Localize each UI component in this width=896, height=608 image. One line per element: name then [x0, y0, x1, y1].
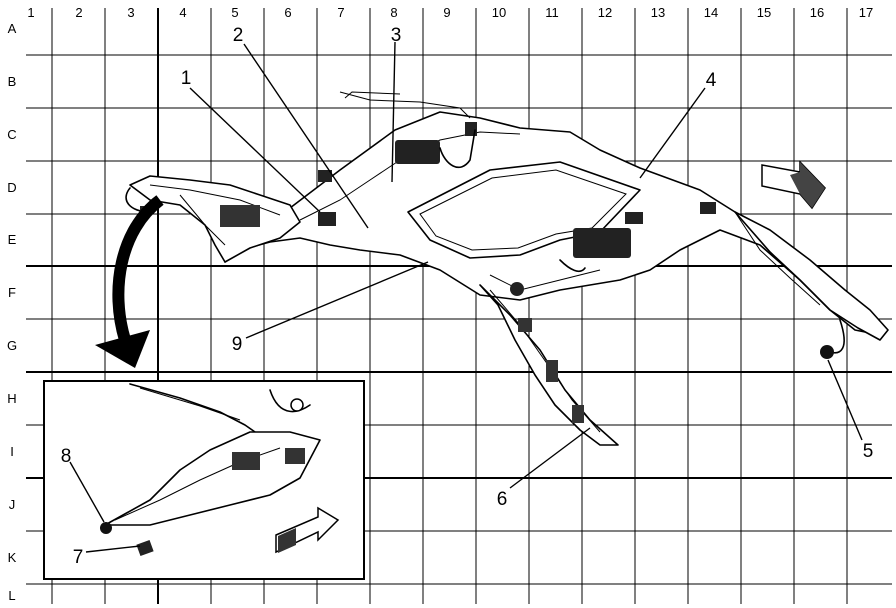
grid-col-label: 1	[27, 5, 34, 20]
grid-col-label: 4	[179, 5, 186, 20]
grid-col-label: 3	[127, 5, 134, 20]
callout-1: 1	[181, 68, 192, 89]
grid-row-label: H	[7, 391, 16, 406]
grid-row-label: K	[8, 550, 17, 565]
detail-inset	[43, 380, 365, 580]
left-roof-rail	[125, 175, 301, 263]
callout-4: 4	[706, 70, 717, 91]
b-pillar-trim	[479, 284, 619, 446]
callout-7: 7	[73, 547, 84, 568]
grid-col-label: 8	[390, 5, 397, 20]
grid-row-label: A	[8, 21, 17, 36]
c-pillar-trim	[734, 211, 889, 359]
callout-leaders	[69, 41, 863, 553]
grid-col-label: 12	[598, 5, 612, 20]
grid-row-label: C	[7, 127, 16, 142]
grid-col-label: 10	[492, 5, 506, 20]
grid-row-label: I	[10, 444, 14, 459]
grid-col-label: 6	[284, 5, 291, 20]
grid-col-label: 9	[443, 5, 450, 20]
grid-col-label: 16	[810, 5, 824, 20]
grid-row-label: E	[8, 232, 17, 247]
grid-row-label: J	[9, 497, 16, 512]
grid-col-label: 5	[231, 5, 238, 20]
callout-3: 3	[391, 25, 402, 46]
grid-col-label: 17	[859, 5, 873, 20]
grid-row-label: F	[8, 285, 16, 300]
grid-col-label: 13	[651, 5, 665, 20]
grid-col-label: 7	[337, 5, 344, 20]
grid-row-label: G	[7, 338, 17, 353]
grid-col-label: 11	[545, 5, 559, 20]
grid-col-label: 2	[75, 5, 82, 20]
callout-9: 9	[232, 334, 243, 355]
front-direction-arrow	[761, 160, 826, 210]
callout-8: 8	[61, 446, 72, 467]
detail-arrow	[95, 195, 164, 368]
callout-6: 6	[497, 489, 508, 510]
grid-row-label: D	[7, 180, 16, 195]
grid-row-labels: A B C D E F G H I J K L	[7, 21, 17, 603]
grid-column-labels: 1 2 3 4 5 6 7 8 9 10 11 12 13 14 15 16 1…	[27, 5, 873, 20]
grid-col-label: 15	[757, 5, 771, 20]
callout-2: 2	[233, 25, 244, 46]
callout-5: 5	[863, 441, 874, 462]
callout-labels: 1 2 3 4 5 6 7 8 9	[61, 25, 874, 568]
grid-row-label: L	[8, 588, 15, 603]
grid-row-label: B	[8, 74, 17, 89]
harness-connectors	[318, 122, 716, 296]
grid-col-label: 14	[704, 5, 718, 20]
